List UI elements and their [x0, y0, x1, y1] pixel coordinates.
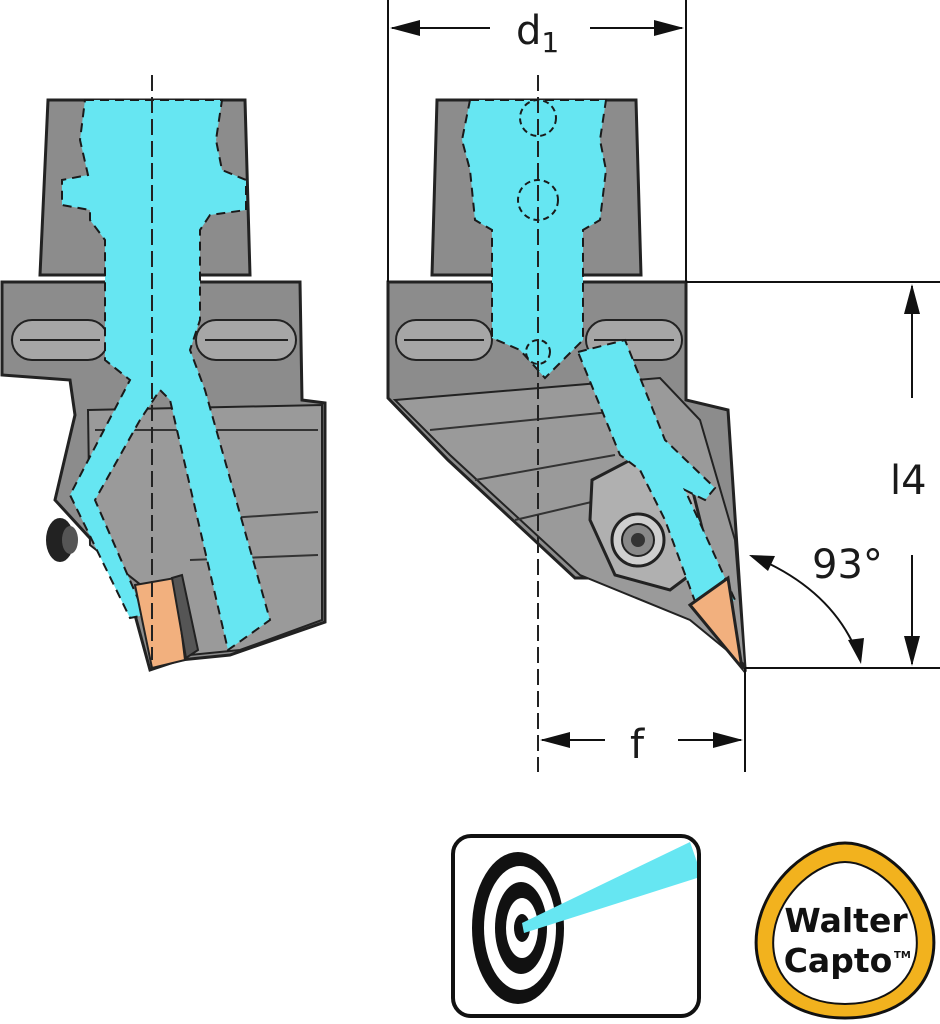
- front-coolant-branch: [576, 338, 737, 617]
- front-insert: [687, 575, 745, 674]
- dim-label-l4: l4: [890, 458, 927, 504]
- dim-label-d1: d1: [516, 8, 559, 59]
- tool-holder-side-view: [0, 75, 327, 672]
- target-coolant-icon: [451, 834, 701, 1018]
- dimension-lines: [387, 0, 940, 772]
- side-insert: [133, 576, 187, 670]
- svg-text:Capto: Capto: [784, 941, 893, 980]
- svg-text:TM: TM: [894, 950, 911, 961]
- walter-capto-logo: Walter Capto TM: [754, 841, 936, 1020]
- tool-holder-front-view: [386, 75, 747, 772]
- side-coolant-channel: [61, 99, 272, 652]
- dim-label-f: f: [630, 722, 645, 768]
- dim-label-angle: 93°: [812, 542, 883, 588]
- front-coolant-channel: [460, 99, 608, 380]
- svg-text:Walter: Walter: [784, 901, 908, 940]
